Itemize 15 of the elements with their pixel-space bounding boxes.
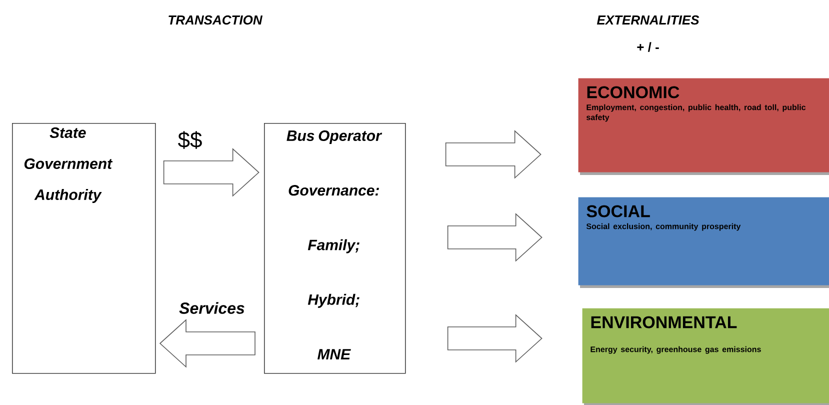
sign-label: + / - (637, 42, 659, 52)
edge-label: $$ (176, 130, 204, 150)
category-box: ECONOMIC Employment, congestion, public health, road toll, public safety (578, 78, 829, 175)
block-arrow (159, 319, 256, 368)
text-box: Bus Operator Governance: Family; Hybrid; MNE (264, 123, 406, 374)
block-arrow (447, 314, 542, 363)
heading: EXTERNALITIES (596, 15, 700, 25)
text-box: State Government Authority (12, 123, 156, 374)
category-box: ENVIRONMENTAL Energy security, greenhouse gas emissions (582, 308, 829, 405)
category-box: SOCIAL Social exclusion, community prosperity (578, 197, 829, 288)
block-arrow (445, 130, 542, 179)
edge-label: Services (178, 301, 246, 315)
block-arrow (447, 213, 542, 262)
block-arrow (163, 148, 260, 197)
heading: TRANSACTION (168, 15, 263, 25)
